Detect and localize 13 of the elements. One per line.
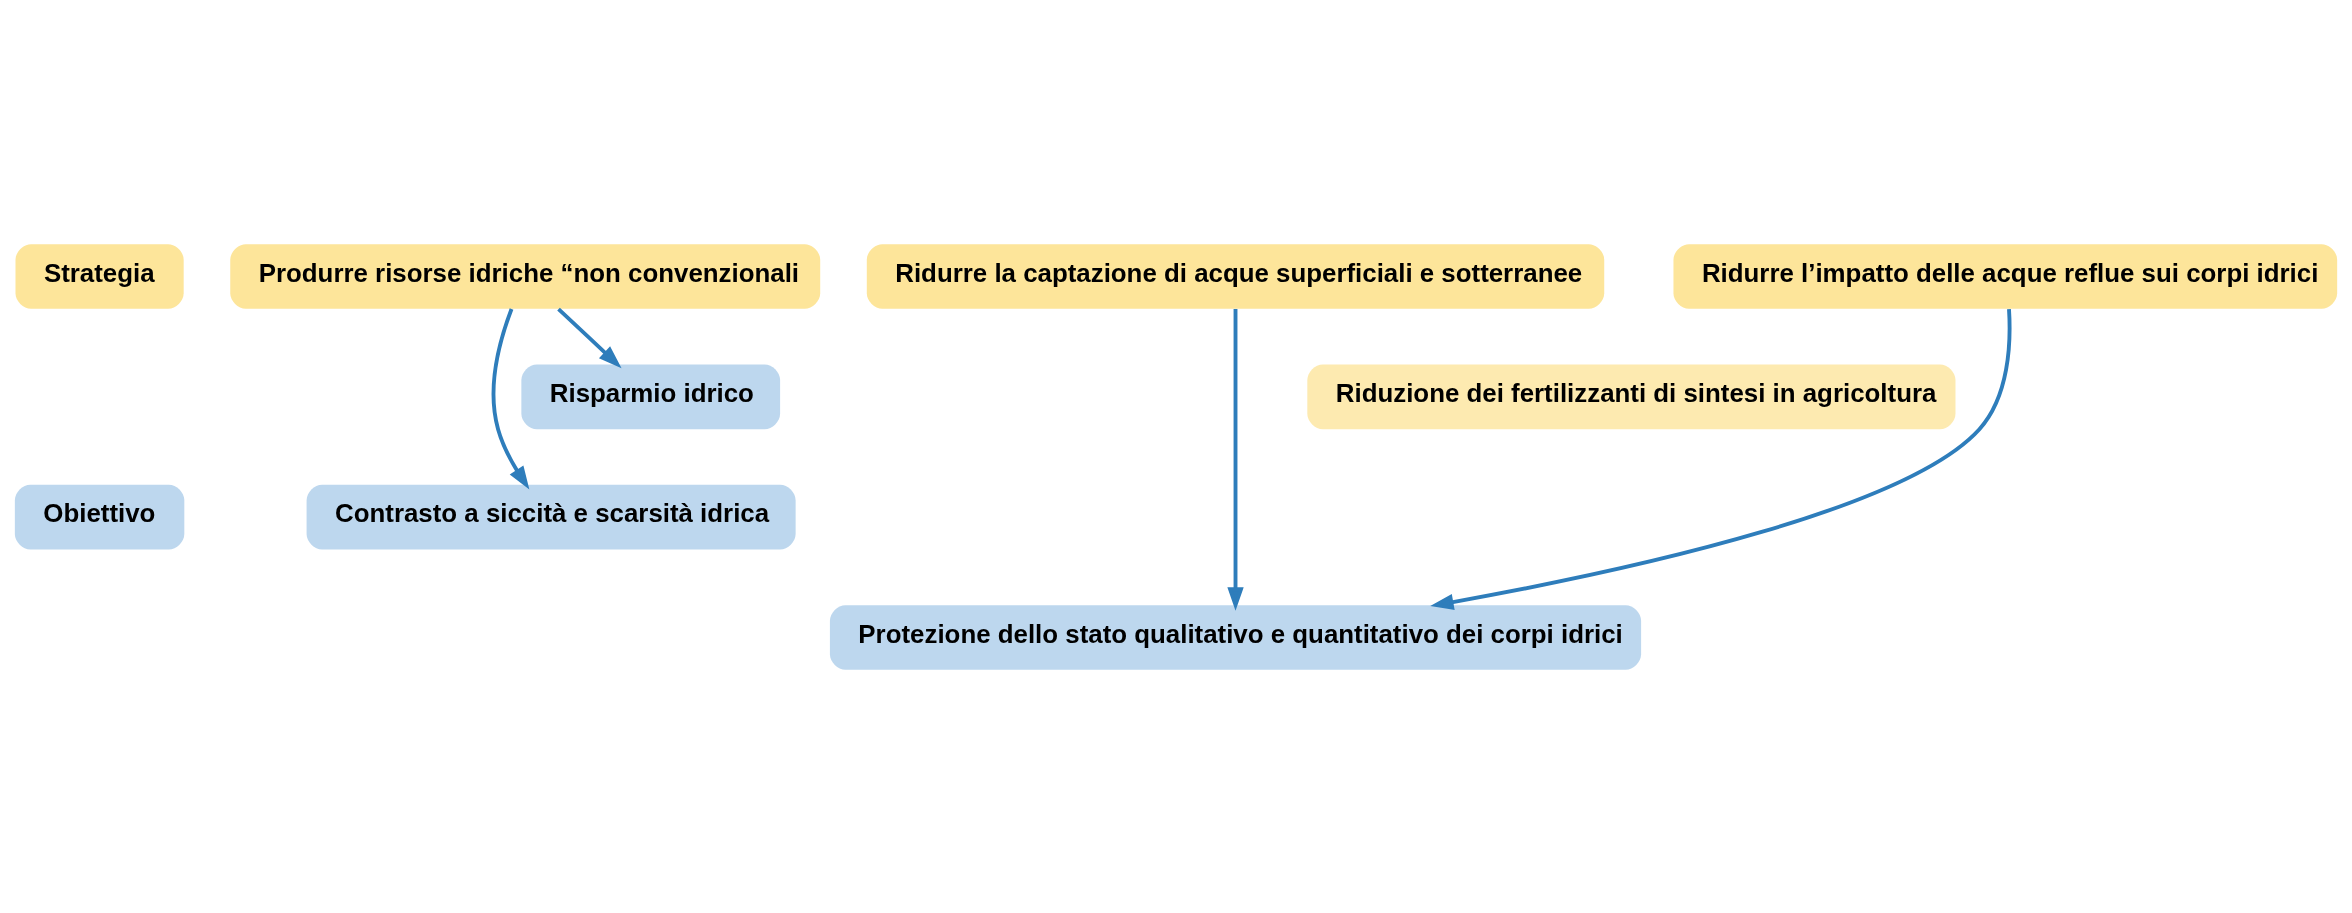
arrow (1227, 308, 1244, 611)
node-box: Riduzione dei fertilizzanti di sintesi in agricoltura (1307, 364, 1956, 429)
node-box: Obiettivo (14, 484, 185, 549)
node-box: Protezione dello stato qualitativo e quantitativo dei corpi idrici (829, 604, 1642, 670)
node-box: Ridurre la captazione di acque superficiali e sotterranee (866, 243, 1605, 309)
node-box: Produrre risorse idriche “non convenzionali (230, 243, 821, 309)
node-box: Ridurre l’impatto delle acque reflue sui corpi idrici (1673, 243, 2338, 309)
arrow (1430, 308, 2012, 610)
node-box: Strategia (15, 243, 184, 309)
arrow (491, 307, 530, 489)
node-box: Risparmio idrico (521, 364, 781, 429)
arrow (557, 307, 622, 368)
node-box: Contrasto a siccità e scarsità idrica (306, 484, 796, 549)
